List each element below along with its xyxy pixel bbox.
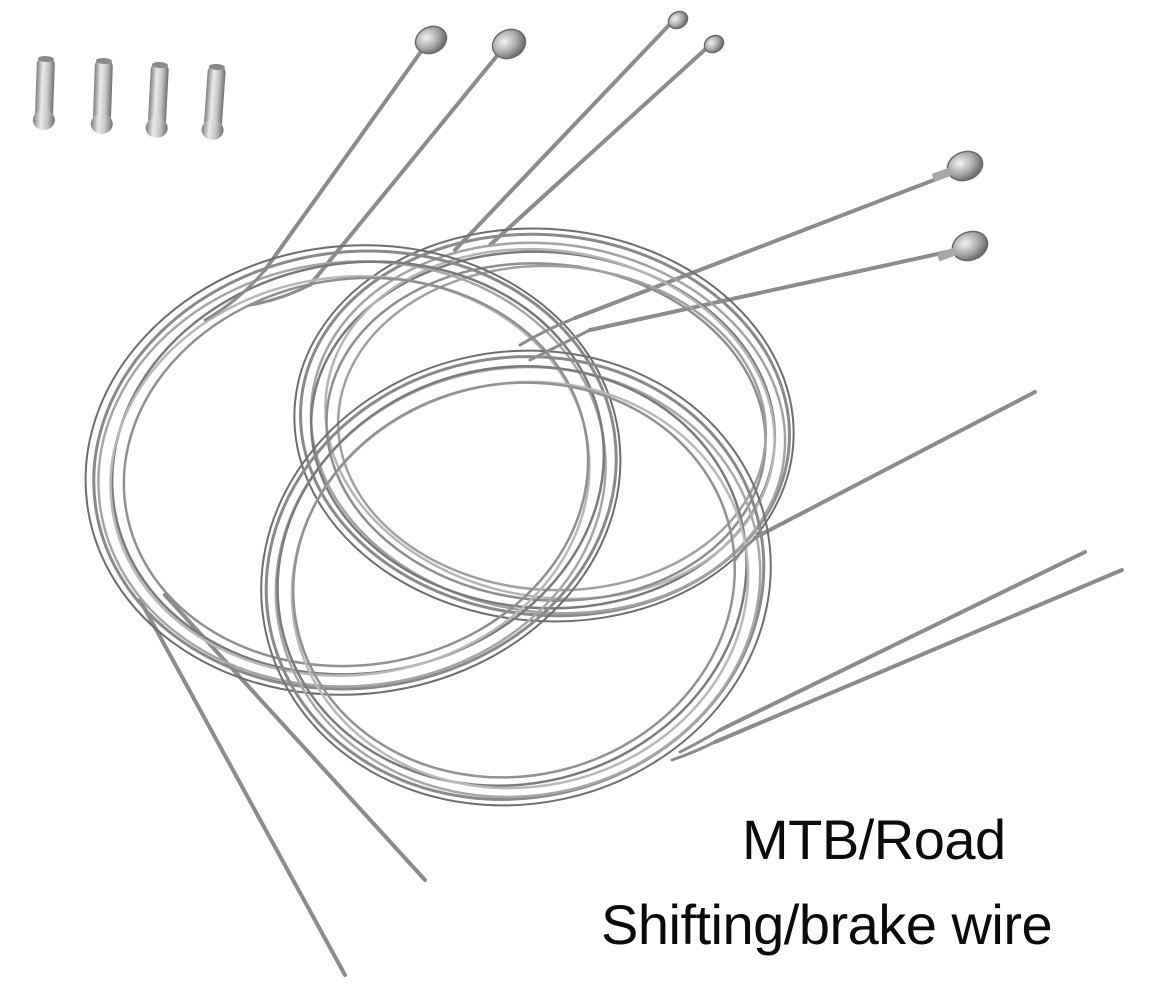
end-cap: [145, 61, 169, 138]
cable-end-head: [703, 34, 725, 54]
cable-tail: [713, 568, 1124, 744]
end-cap: [90, 57, 113, 134]
cable-tail: [758, 390, 1037, 537]
product-caption-line1: MTB/Road: [742, 808, 1006, 871]
cable-tail: [263, 44, 427, 272]
cable-coil-left: [84, 244, 622, 696]
product-caption-line2: Shifting/brake wire: [601, 893, 1053, 956]
cable-end-head: [667, 10, 689, 30]
cable-end-head: [491, 28, 527, 60]
cable-tail: [573, 168, 962, 320]
end-cap: [201, 63, 226, 140]
cable-tails: [138, 20, 1124, 977]
end-cap: [32, 55, 55, 130]
cable-end-head: [414, 25, 448, 55]
cable-end-caps: [32, 55, 226, 140]
cable-tail: [588, 246, 967, 332]
cable-end-head: [936, 230, 989, 262]
cable-end-heads: [414, 10, 989, 262]
cable-tail: [718, 550, 1087, 732]
cable-connecting-strands: [203, 268, 762, 762]
cable-tail: [138, 598, 347, 977]
cable-end-head: [931, 150, 984, 182]
cable-coil-front: [260, 349, 772, 807]
cable-tail: [453, 20, 674, 252]
cable-tail: [488, 43, 712, 247]
cable-coil-back: [293, 227, 795, 623]
